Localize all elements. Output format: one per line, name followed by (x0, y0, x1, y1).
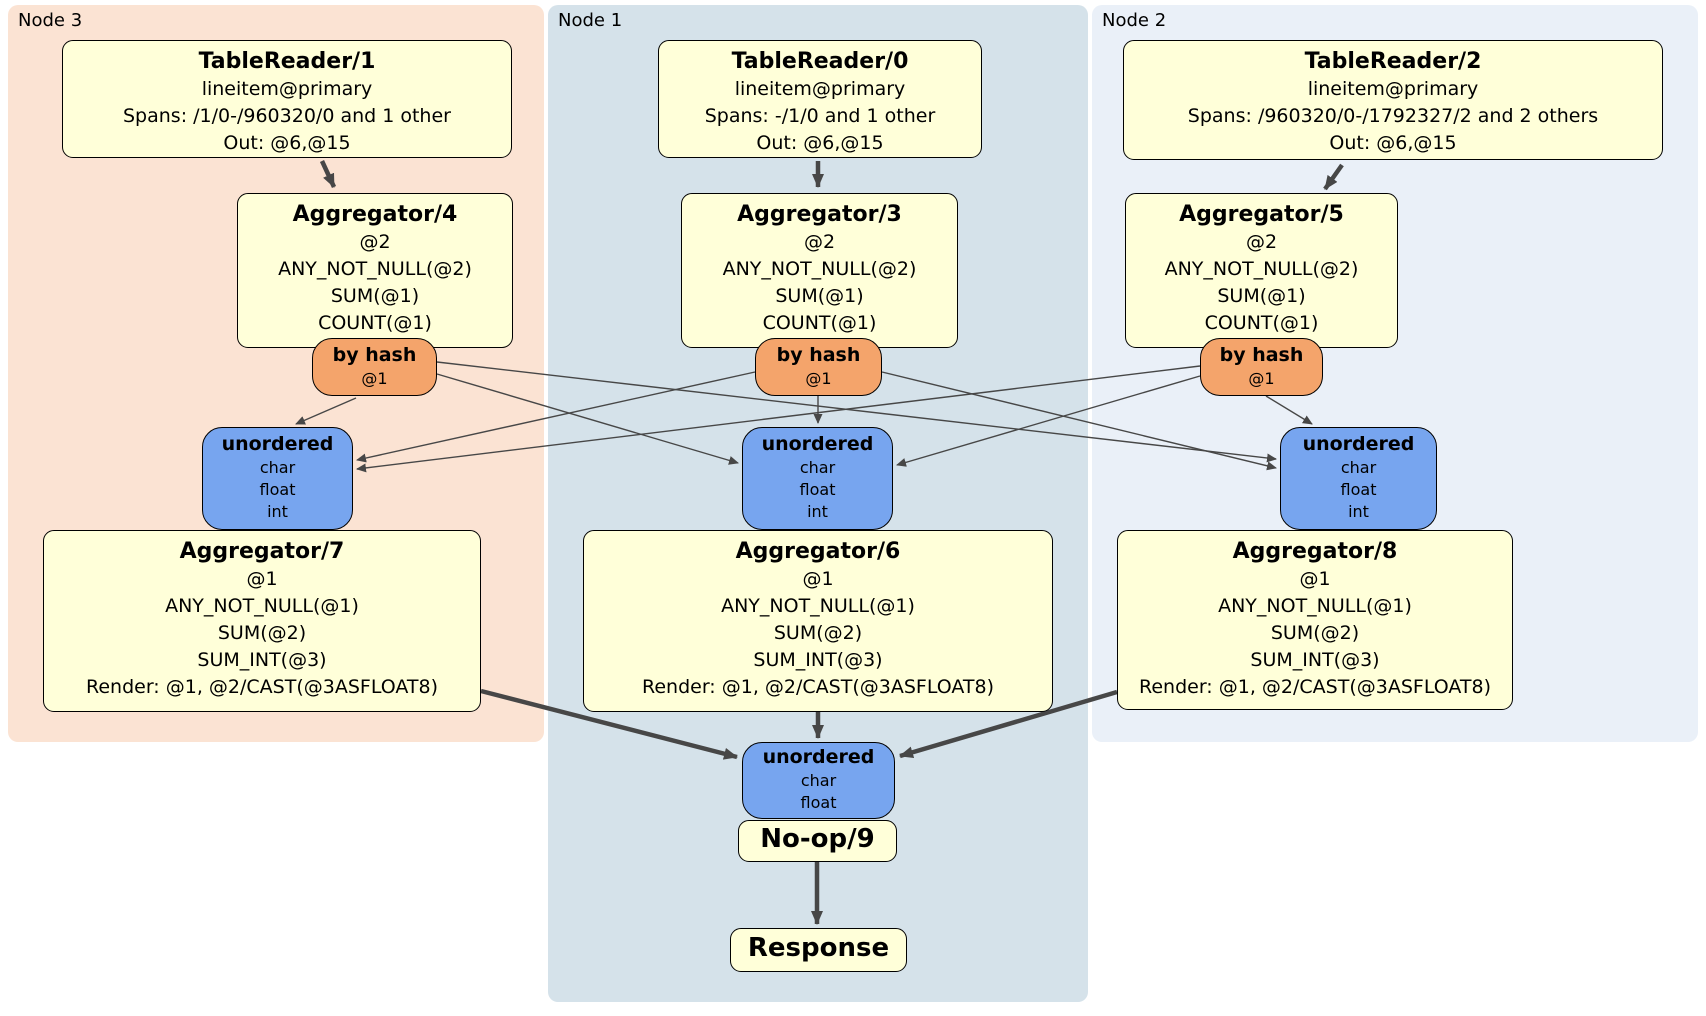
processor-detail: ANY_NOT_NULL(@1) (721, 595, 915, 617)
processor-aggregator-3: Aggregator/3 @2 ANY_NOT_NULL(@2) SUM(@1)… (681, 193, 958, 348)
processor-detail: @2 (803, 231, 836, 253)
processor-out: Out: @6,@15 (223, 132, 351, 154)
processor-tablereader-1: TableReader/1 lineitem@primary Spans: /1… (62, 40, 512, 158)
processor-response: Response (730, 928, 907, 972)
processor-detail: COUNT(@1) (318, 312, 432, 334)
processor-title: Response (747, 933, 890, 963)
sync-title: unordered (762, 746, 875, 768)
processor-detail: SUM_INT(@3) (753, 649, 883, 671)
processor-detail: @1 (802, 568, 834, 590)
region-node1-label: Node 1 (558, 10, 623, 31)
sync-type: int (1348, 502, 1369, 521)
processor-detail: SUM(@1) (1217, 285, 1306, 307)
router-column: @1 (1248, 369, 1275, 388)
processor-detail: ANY_NOT_NULL(@2) (722, 258, 917, 280)
processor-detail: @2 (359, 231, 391, 253)
processor-title: Aggregator/5 (1179, 202, 1344, 227)
processor-render: Render: @1, @2/CAST(@3ASFLOAT8) (86, 676, 438, 698)
processor-out: Out: @6,@15 (756, 132, 884, 154)
processor-render: Render: @1, @2/CAST(@3ASFLOAT8) (1139, 676, 1491, 698)
router-by-hash-node3: by hash @1 (312, 338, 437, 396)
processor-title: Aggregator/6 (735, 539, 901, 564)
processor-detail: SUM_INT(@3) (197, 649, 327, 671)
processor-out: Out: @6,@15 (1329, 132, 1457, 154)
region-node3-label: Node 3 (18, 10, 83, 31)
processor-title: Aggregator/7 (179, 539, 345, 564)
processor-title: TableReader/0 (731, 49, 909, 74)
router-title: by hash (1219, 344, 1304, 366)
router-by-hash-node2: by hash @1 (1200, 338, 1323, 396)
processor-render: Render: @1, @2/CAST(@3ASFLOAT8) (642, 676, 994, 698)
processor-detail: ANY_NOT_NULL(@1) (1218, 595, 1412, 617)
processor-detail: SUM(@1) (775, 285, 864, 307)
sync-title: unordered (221, 433, 334, 455)
sync-type: char (1340, 458, 1377, 477)
processor-detail: SUM_INT(@3) (1250, 649, 1380, 671)
router-title: by hash (776, 344, 861, 366)
processor-detail: @2 (1245, 231, 1278, 253)
processor-index: lineitem@primary (734, 78, 906, 100)
processor-index: lineitem@primary (201, 78, 373, 100)
router-column: @1 (361, 369, 388, 388)
sync-type: float (799, 480, 836, 499)
processor-spans: Spans: /960320/0-/1792327/2 and 2 others (1187, 105, 1599, 127)
processor-spans: Spans: /1/0-/960320/0 and 1 other (123, 105, 451, 127)
processor-detail: COUNT(@1) (762, 312, 877, 334)
processor-noop-9: No-op/9 (738, 820, 897, 862)
processor-detail: ANY_NOT_NULL(@2) (1164, 258, 1359, 280)
router-by-hash-node1: by hash @1 (755, 338, 882, 396)
sync-type: char (799, 458, 836, 477)
router-column: @1 (805, 369, 832, 388)
processor-aggregator-7: Aggregator/7 @1 ANY_NOT_NULL(@1) SUM(@2)… (43, 530, 481, 712)
processor-title: TableReader/1 (198, 49, 376, 74)
sync-title: unordered (1302, 433, 1415, 455)
sync-unordered-final: unordered char float (742, 742, 895, 819)
processor-aggregator-4: Aggregator/4 @2 ANY_NOT_NULL(@2) SUM(@1)… (237, 193, 513, 348)
sync-type: float (1340, 480, 1377, 499)
processor-detail: SUM(@2) (1270, 622, 1360, 644)
sync-type: float (800, 793, 837, 812)
processor-aggregator-5: Aggregator/5 @2 ANY_NOT_NULL(@2) SUM(@1)… (1125, 193, 1398, 348)
sync-type: char (259, 458, 296, 477)
sync-type: int (807, 502, 828, 521)
processor-title: TableReader/2 (1304, 49, 1482, 74)
processor-index: lineitem@primary (1307, 78, 1479, 100)
processor-aggregator-8: Aggregator/8 @1 ANY_NOT_NULL(@1) SUM(@2)… (1117, 530, 1513, 710)
sync-type: char (800, 771, 837, 790)
sync-unordered-node2: unordered char float int (1280, 427, 1437, 530)
processor-detail: ANY_NOT_NULL(@2) (278, 258, 472, 280)
processor-title: Aggregator/3 (737, 202, 902, 227)
processor-detail: SUM(@1) (330, 285, 420, 307)
processor-spans: Spans: -/1/0 and 1 other (704, 105, 936, 127)
processor-detail: SUM(@2) (773, 622, 863, 644)
processor-tablereader-0: TableReader/0 lineitem@primary Spans: -/… (658, 40, 982, 158)
processor-detail: COUNT(@1) (1204, 312, 1319, 334)
processor-title: No-op/9 (760, 824, 875, 854)
sync-title: unordered (761, 433, 874, 455)
processor-tablereader-2: TableReader/2 lineitem@primary Spans: /9… (1123, 40, 1663, 160)
processor-detail: @1 (246, 568, 278, 590)
processor-title: Aggregator/4 (292, 202, 458, 227)
sync-unordered-node3: unordered char float int (202, 427, 353, 530)
sync-type: int (267, 502, 288, 521)
processor-aggregator-6: Aggregator/6 @1 ANY_NOT_NULL(@1) SUM(@2)… (583, 530, 1053, 712)
sync-type: float (259, 480, 296, 499)
sync-unordered-node1: unordered char float int (742, 427, 893, 530)
processor-detail: ANY_NOT_NULL(@1) (165, 595, 359, 617)
region-node2-label: Node 2 (1102, 10, 1167, 31)
processor-detail: SUM(@2) (217, 622, 307, 644)
router-title: by hash (332, 344, 417, 366)
processor-title: Aggregator/8 (1232, 539, 1398, 564)
processor-detail: @1 (1299, 568, 1331, 590)
